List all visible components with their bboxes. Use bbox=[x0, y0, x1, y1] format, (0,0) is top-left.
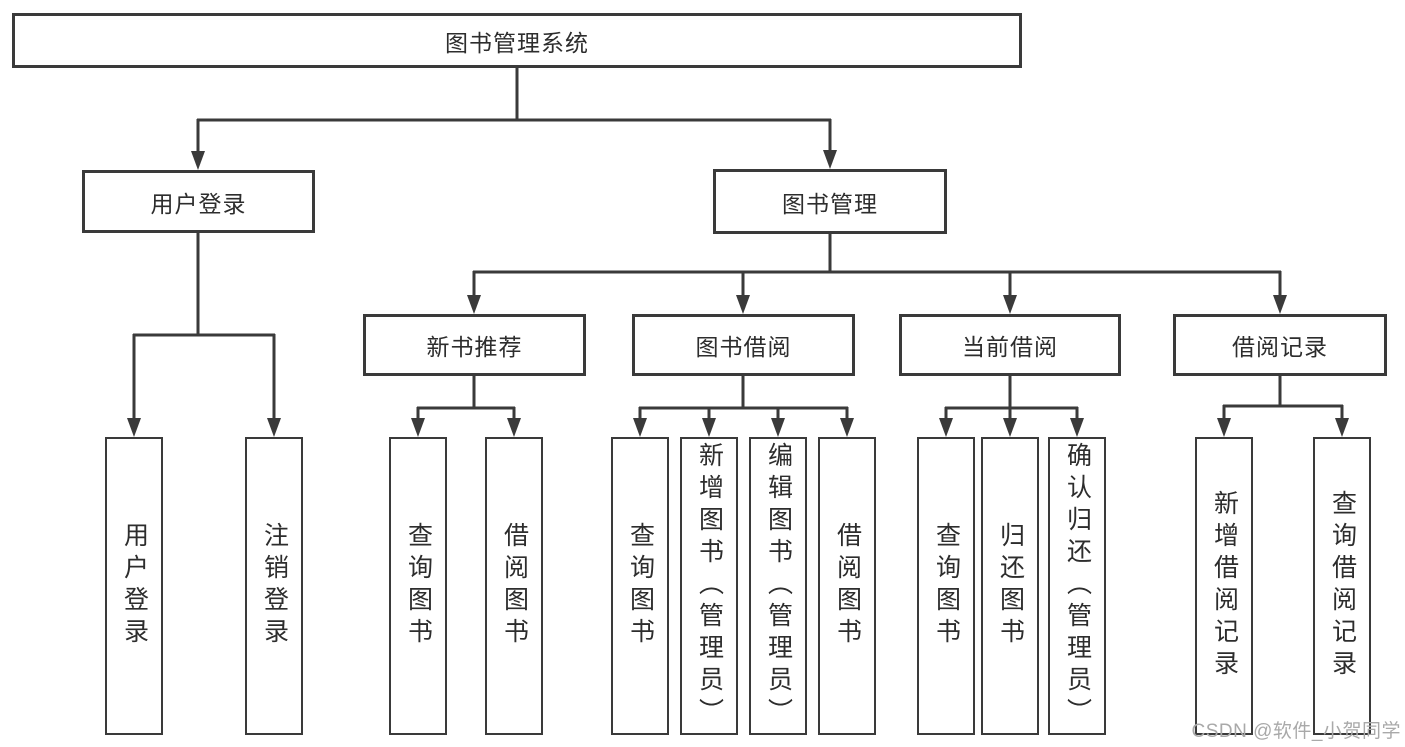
leaf-edit-book-admin: 编辑图书（管理员） bbox=[749, 437, 807, 735]
connector-book-management-to-level3 bbox=[467, 234, 1287, 314]
leaf-borrow-book-recommend: 借阅图书 bbox=[485, 437, 543, 735]
connector-borrow-records-to-leaves bbox=[1217, 376, 1349, 437]
watermark: CSDN @软件_小贺同学 bbox=[1191, 721, 1401, 742]
leaf-query-borrow-record: 查询借阅记录 bbox=[1313, 437, 1371, 735]
connector-user-login-to-leaves bbox=[127, 233, 281, 437]
leaf-user-login: 用户登录 bbox=[105, 437, 163, 735]
leaf-return-book: 归还图书 bbox=[981, 437, 1039, 735]
leaf-query-book-recommend: 查询图书 bbox=[389, 437, 447, 735]
leaf-confirm-return-admin: 确认归还（管理员） bbox=[1048, 437, 1106, 735]
node-book-management: 图书管理 bbox=[713, 169, 947, 234]
leaf-query-book-current: 查询图书 bbox=[917, 437, 975, 735]
leaf-logout: 注销登录 bbox=[245, 437, 303, 735]
leaf-add-borrow-record: 新增借阅记录 bbox=[1195, 437, 1253, 735]
connector-root-to-level2 bbox=[191, 68, 837, 170]
node-book-borrow: 图书借阅 bbox=[632, 314, 855, 376]
connector-new-book-to-leaves bbox=[411, 376, 521, 437]
leaf-borrow-book: 借阅图书 bbox=[818, 437, 876, 735]
node-new-book-recommend: 新书推荐 bbox=[363, 314, 586, 376]
leaf-add-book-admin: 新增图书（管理员） bbox=[680, 437, 738, 735]
node-borrow-records: 借阅记录 bbox=[1173, 314, 1387, 376]
connector-book-borrow-to-leaves bbox=[633, 376, 854, 437]
node-user-login: 用户登录 bbox=[82, 170, 315, 233]
node-current-borrow: 当前借阅 bbox=[899, 314, 1121, 376]
leaf-query-book-borrow: 查询图书 bbox=[611, 437, 669, 735]
connector-current-borrow-to-leaves bbox=[939, 376, 1084, 437]
node-library-management-system: 图书管理系统 bbox=[12, 13, 1022, 68]
